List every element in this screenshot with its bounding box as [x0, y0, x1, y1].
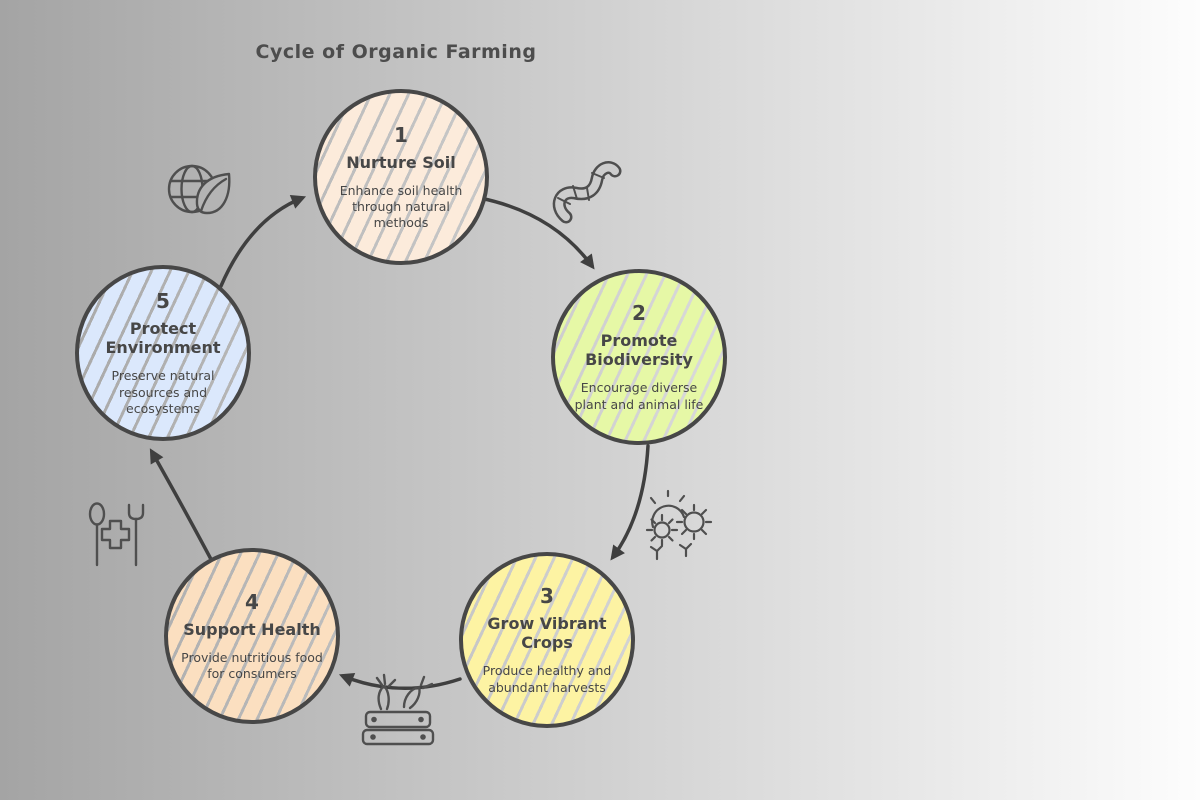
node-number: 4: [245, 589, 259, 614]
cycle-node-5: 5 Protect Environment Preserve natural r…: [75, 265, 251, 441]
arrow-3-to-4: [338, 673, 462, 690]
cycle-node-3: 3 Grow Vibrant Crops Produce healthy and…: [459, 552, 635, 728]
arrow-1-to-2: [478, 196, 595, 270]
node-title: Nurture Soil: [346, 152, 456, 172]
diagram-title: Cycle of Organic Farming: [255, 41, 537, 63]
node-title: Grow Vibrant Crops: [487, 614, 607, 653]
cycle-node-1: 1 Nurture Soil Enhance soil health throu…: [313, 89, 489, 265]
node-number: 3: [540, 584, 554, 609]
node-description: Enhance soil health through natural meth…: [339, 182, 463, 231]
arrow-5-to-1: [219, 195, 307, 288]
node-description: Preserve natural resources and ecosystem…: [111, 368, 215, 416]
node-description: Encourage diverse plant and animal life: [574, 380, 704, 412]
cutlery-health-icon: [88, 502, 145, 567]
node-title: Promote Biodiversity: [585, 331, 693, 370]
globe-leaf-icon: [167, 164, 231, 215]
worm-icon: [552, 161, 622, 224]
sun-sprouts-icon: [645, 489, 713, 561]
node-number: 1: [394, 122, 408, 147]
arrow-4-to-5: [149, 448, 215, 565]
cycle-node-2: 2 Promote Biodiversity Encourage diverse…: [551, 269, 727, 445]
node-number: 2: [632, 301, 646, 326]
arrow-2-to-3: [610, 444, 650, 561]
node-title: Support Health: [183, 619, 321, 639]
node-number: 5: [156, 288, 170, 313]
cycle-node-4: 4 Support Health Provide nutritious food…: [164, 548, 340, 724]
node-title: Protect Environment: [105, 318, 221, 358]
vegetable-crate-icon: [361, 673, 435, 746]
node-description: Produce healthy and abundant harvests: [482, 663, 612, 695]
node-description: Provide nutritious food for consumers: [181, 649, 323, 682]
